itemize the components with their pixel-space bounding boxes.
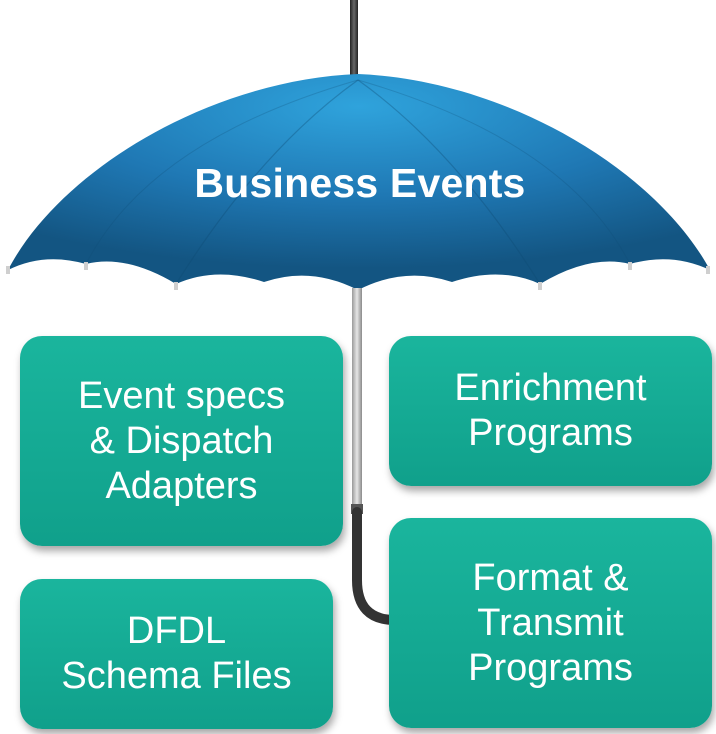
umbrella-canopy — [8, 74, 710, 290]
umbrella-rib — [357, 79, 631, 265]
umbrella-rib-tips — [6, 262, 710, 290]
umbrella-rib — [85, 79, 359, 265]
umbrella-title: Business Events — [194, 160, 526, 206]
dfdl-schema-files-box: DFDL Schema Files — [20, 579, 333, 729]
enrichment-programs-box: Enrichment Programs — [389, 336, 712, 486]
format-transmit-programs-box: Format & Transmit Programs — [389, 518, 712, 728]
umbrella-rib — [175, 79, 359, 285]
umbrella-tip — [350, 0, 358, 80]
umbrella-shaft — [352, 288, 362, 516]
event-specs-box: Event specs & Dispatch Adapters — [20, 336, 343, 546]
umbrella-rib — [357, 79, 541, 285]
